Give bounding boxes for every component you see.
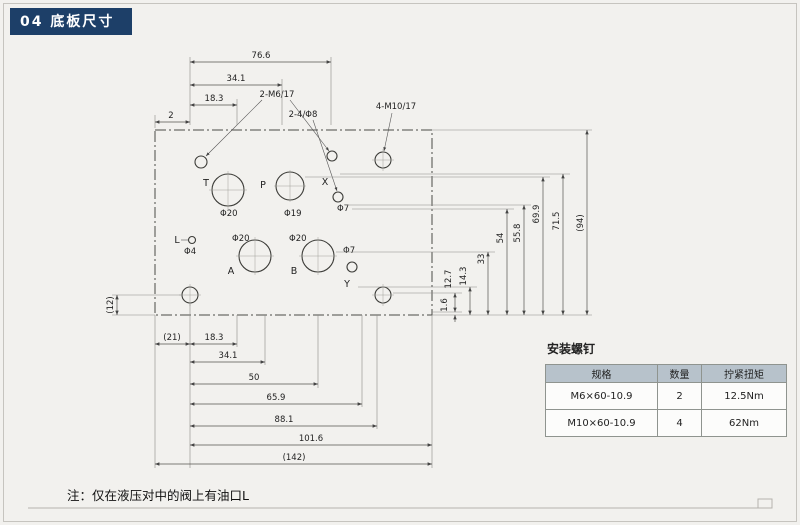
col-header-qty: 数量: [657, 364, 702, 383]
port-label-b: B: [291, 266, 298, 277]
table-row: M6×60-10.9 2 12.5Nm: [545, 382, 787, 410]
cell-qty-m6: 2: [657, 382, 702, 410]
dims-bottom: (21) 18.3 34.1 50 65.9 88.1 101.6 (142): [154, 303, 433, 468]
callouts: 2-M6/17 2-4/Φ8 4-M10/17: [205, 90, 416, 192]
crosshair-m10-br: [372, 284, 394, 306]
dia-label-y: Φ7: [343, 246, 355, 256]
holes: [179, 149, 394, 306]
dia-label-l: Φ4: [184, 247, 196, 257]
crosshair-a: [236, 237, 274, 275]
crosshair-t: [209, 171, 247, 209]
cell-qty-m10: 4: [657, 409, 702, 437]
dim-bottom-142: (142): [283, 453, 306, 463]
dia-label-t: Φ20: [220, 209, 238, 219]
dia-label-p: Φ19: [284, 209, 302, 219]
crosshair-m10-bl: [179, 284, 201, 306]
callout-m6: 2-M6/17: [260, 90, 295, 100]
dim-right-16: 1.6: [440, 298, 450, 312]
dim-right-127: 12.7: [444, 270, 454, 289]
port-label-a: A: [228, 266, 235, 277]
dims-right: 12.7 1.6 14.3 33 54 55.8 69.9 71.5 (94): [305, 129, 592, 322]
table-header-row: 规格 数量 拧紧扭矩: [545, 364, 787, 383]
dim-right-699: 69.9: [532, 205, 542, 224]
cell-torque-m6: 12.5Nm: [701, 382, 787, 410]
dim-top-2: 2: [168, 111, 173, 121]
port-label-p: P: [260, 180, 266, 191]
port-label-y: Y: [343, 279, 350, 290]
crosshair-b: [299, 237, 337, 275]
dia-label-a: Φ20: [232, 234, 250, 244]
col-header-torque: 拧紧扭矩: [701, 364, 787, 383]
cell-spec-m6: M6×60-10.9: [545, 382, 658, 410]
callout-m10-leader: [383, 112, 393, 152]
port-label-x: X: [322, 177, 329, 188]
dim-right-33: 33: [477, 254, 487, 265]
diameter-labels: Φ20 Φ19 Φ7 Φ20 Φ20 Φ7 Φ4: [184, 204, 355, 257]
dims-top: 76.6 34.1 18.3 2: [154, 51, 332, 128]
footnote: 注：仅在液压对中的阀上有油口L: [67, 488, 249, 503]
hole-m6-left: [194, 155, 208, 169]
dim-right-715: 71.5: [552, 212, 562, 231]
sheet-frame: [28, 498, 773, 509]
dim-bottom-659: 65.9: [267, 393, 286, 403]
col-header-spec: 规格: [545, 364, 658, 383]
table-title: 安装螺钉: [547, 342, 596, 356]
cell-torque-m10: 62Nm: [701, 409, 787, 437]
dim-right-54: 54: [496, 233, 506, 244]
port-label-t: T: [202, 178, 209, 189]
callout-m10: 4-M10/17: [376, 102, 416, 112]
port-label-l: L: [174, 235, 180, 246]
dim-bottom-183: 18.3: [205, 333, 224, 343]
hole-port-l: [187, 235, 197, 245]
dim-right-143: 14.3: [459, 267, 469, 286]
dim-left-12: (12): [106, 296, 116, 313]
plate-outline: [154, 129, 433, 316]
hole-port-y: [346, 261, 358, 273]
callout-phi8: 2-4/Φ8: [289, 110, 318, 120]
hole-port-x: [332, 191, 344, 203]
crosshair-m10-tr: [372, 149, 394, 171]
port-labels: T P X L A B Y: [174, 177, 350, 290]
page-title: 04 底板尺寸: [10, 8, 133, 35]
dim-bottom-21: (21): [163, 333, 180, 343]
dim-bottom-341: 34.1: [219, 351, 238, 361]
dim-top-183: 18.3: [205, 94, 224, 104]
dims-left: (12): [106, 294, 182, 316]
cell-spec-m10: M10×60-10.9: [545, 409, 658, 437]
crosshair-p: [274, 170, 306, 202]
callout-m6-leader-right: [289, 99, 330, 152]
mounting-screws-table: 安装螺钉 规格 数量 拧紧扭矩 M6×60-10.9 2 12.5Nm M10×…: [545, 340, 787, 437]
dim-bottom-50: 50: [249, 373, 260, 383]
dim-right-558: 55.8: [513, 224, 523, 243]
dia-label-x: Φ7: [337, 204, 349, 214]
dia-label-b: Φ20: [289, 234, 307, 244]
dim-bottom-881: 88.1: [275, 415, 294, 425]
callout-phi8-leader: [312, 119, 338, 192]
callout-m6-leader-left: [205, 99, 263, 157]
hole-m6-right: [326, 150, 338, 162]
dim-right-94: (94): [576, 214, 586, 231]
dim-top-341: 34.1: [227, 74, 246, 84]
table-row: M10×60-10.9 4 62Nm: [545, 409, 787, 437]
dim-bottom-1016: 101.6: [299, 434, 323, 444]
dim-top-766: 76.6: [252, 51, 271, 61]
